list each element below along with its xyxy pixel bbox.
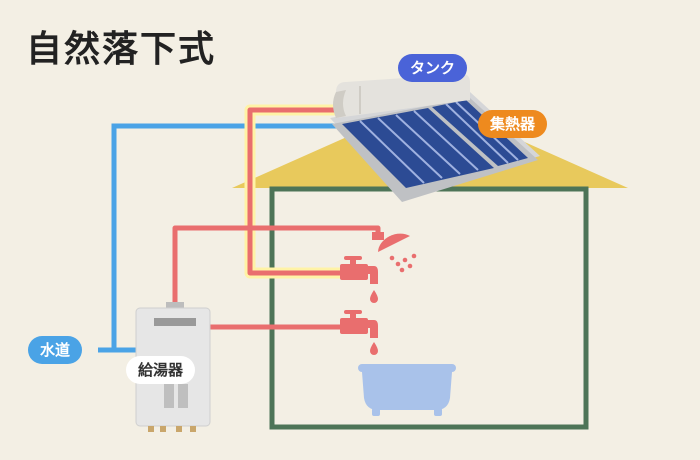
tank-icon	[333, 74, 470, 118]
faucet-icon	[340, 256, 378, 303]
faucet-icon	[340, 310, 378, 355]
cold-water-pipe	[98, 123, 336, 353]
tank-label: タンク	[398, 54, 468, 82]
water-heater-label: 給湯器	[126, 356, 196, 384]
page-title: 自然落下式	[26, 29, 217, 70]
water-supply-label: 水道	[28, 336, 83, 364]
water-drop-icon	[370, 290, 378, 303]
collector-label: 集熱器	[478, 110, 548, 138]
water-drop-icon	[370, 342, 378, 355]
bathtub-icon	[358, 364, 456, 416]
hot-pipe-tank	[247, 107, 346, 276]
shower-icon	[372, 232, 417, 273]
